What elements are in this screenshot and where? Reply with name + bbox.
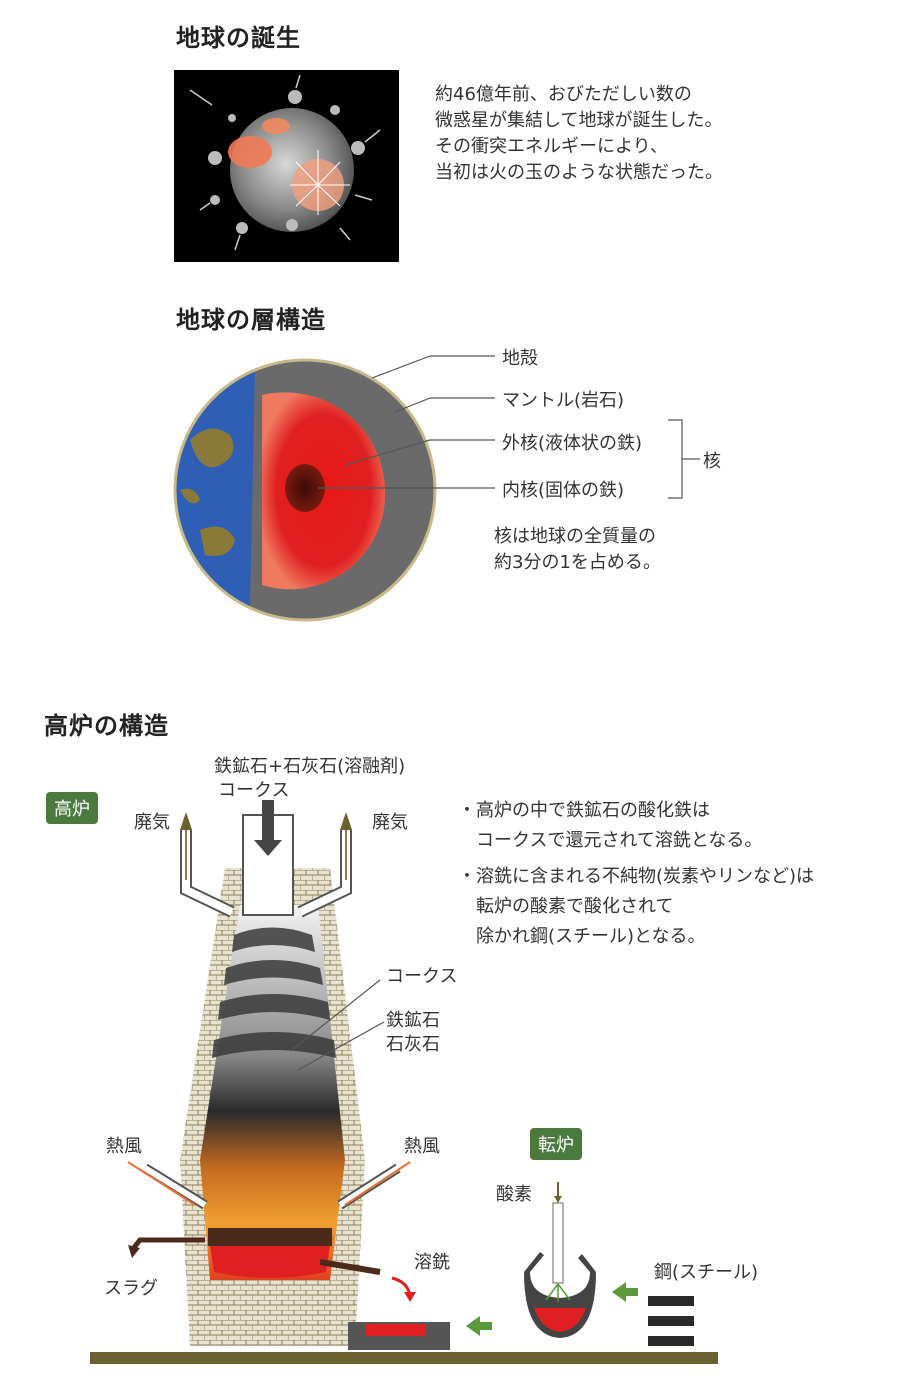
label-limestone: 石灰石 — [386, 1034, 440, 1055]
label-hot-air-left: 熱風 — [106, 1136, 142, 1157]
label-iron-ore: 鉄鉱石 — [386, 1010, 440, 1031]
birth-line: 微惑星が集結して地球が誕生した。 — [435, 110, 723, 131]
label-molten-iron: 溶銑 — [414, 1252, 450, 1273]
label-slag: スラグ — [104, 1278, 158, 1299]
furnace-title: 高炉の構造 — [44, 712, 169, 740]
label-exhaust-left: 廃気 — [134, 812, 170, 833]
label-coke: コークス — [386, 966, 458, 987]
birth-description: 約46億年前、おびただしい数の 微惑星が集結して地球が誕生した。 その衝突エネル… — [435, 82, 723, 186]
label-exhaust-right: 廃気 — [372, 812, 408, 833]
furnace-note-line: ・高炉の中で鉄鉱石の酸化鉄は — [458, 800, 710, 821]
birth-line: その衝突エネルギーにより、 — [435, 136, 668, 157]
planetesimal-illustration — [174, 70, 399, 262]
label-input-top: 鉄鉱石+石灰石(溶融剤) — [214, 756, 406, 777]
layers-title: 地球の層構造 — [176, 306, 326, 334]
birth-line: 当初は火の玉のような状態だった。 — [435, 162, 723, 183]
earth-layer-diagram — [173, 355, 700, 622]
label-core: 核 — [703, 451, 721, 472]
core-note-line: 核は地球の全質量の — [494, 526, 656, 547]
furnace-note-line: ・溶銑に含まれる不純物(炭素やリンなど)は — [458, 866, 815, 887]
label-inner-core: 内核(固体の鉄) — [502, 480, 625, 501]
furnace-note-line: 転炉の酸素で酸化されて — [458, 896, 674, 917]
birth-line: 約46億年前、おびただしい数の — [435, 84, 692, 105]
core-note-line: 約3分の1を占める。 — [494, 552, 661, 573]
label-oxygen: 酸素 — [496, 1184, 532, 1205]
label-hot-air-right: 熱風 — [404, 1136, 440, 1157]
furnace-notes: ・高炉の中で鉄鉱石の酸化鉄は コークスで還元されて溶銑となる。 ・溶銑に含まれる… — [458, 796, 814, 952]
furnace-note-line: コークスで還元されて溶銑となる。 — [458, 830, 763, 851]
core-note: 核は地球の全質量の 約3分の1を占める。 — [494, 524, 661, 576]
label-steel: 鋼(スチール) — [654, 1262, 759, 1283]
blast-furnace-diagram — [90, 800, 718, 1364]
label-crust: 地殻 — [502, 348, 538, 369]
label-mantle: マントル(岩石) — [502, 390, 625, 411]
furnace-note-line: 除かれ鋼(スチール)となる。 — [458, 926, 706, 947]
birth-title: 地球の誕生 — [176, 24, 301, 52]
tag-converter: 転炉 — [530, 1128, 582, 1160]
label-input-coke: コークス — [218, 780, 290, 801]
tag-blast-furnace: 高炉 — [46, 792, 98, 824]
label-outer-core: 外核(液体状の鉄) — [502, 433, 643, 454]
